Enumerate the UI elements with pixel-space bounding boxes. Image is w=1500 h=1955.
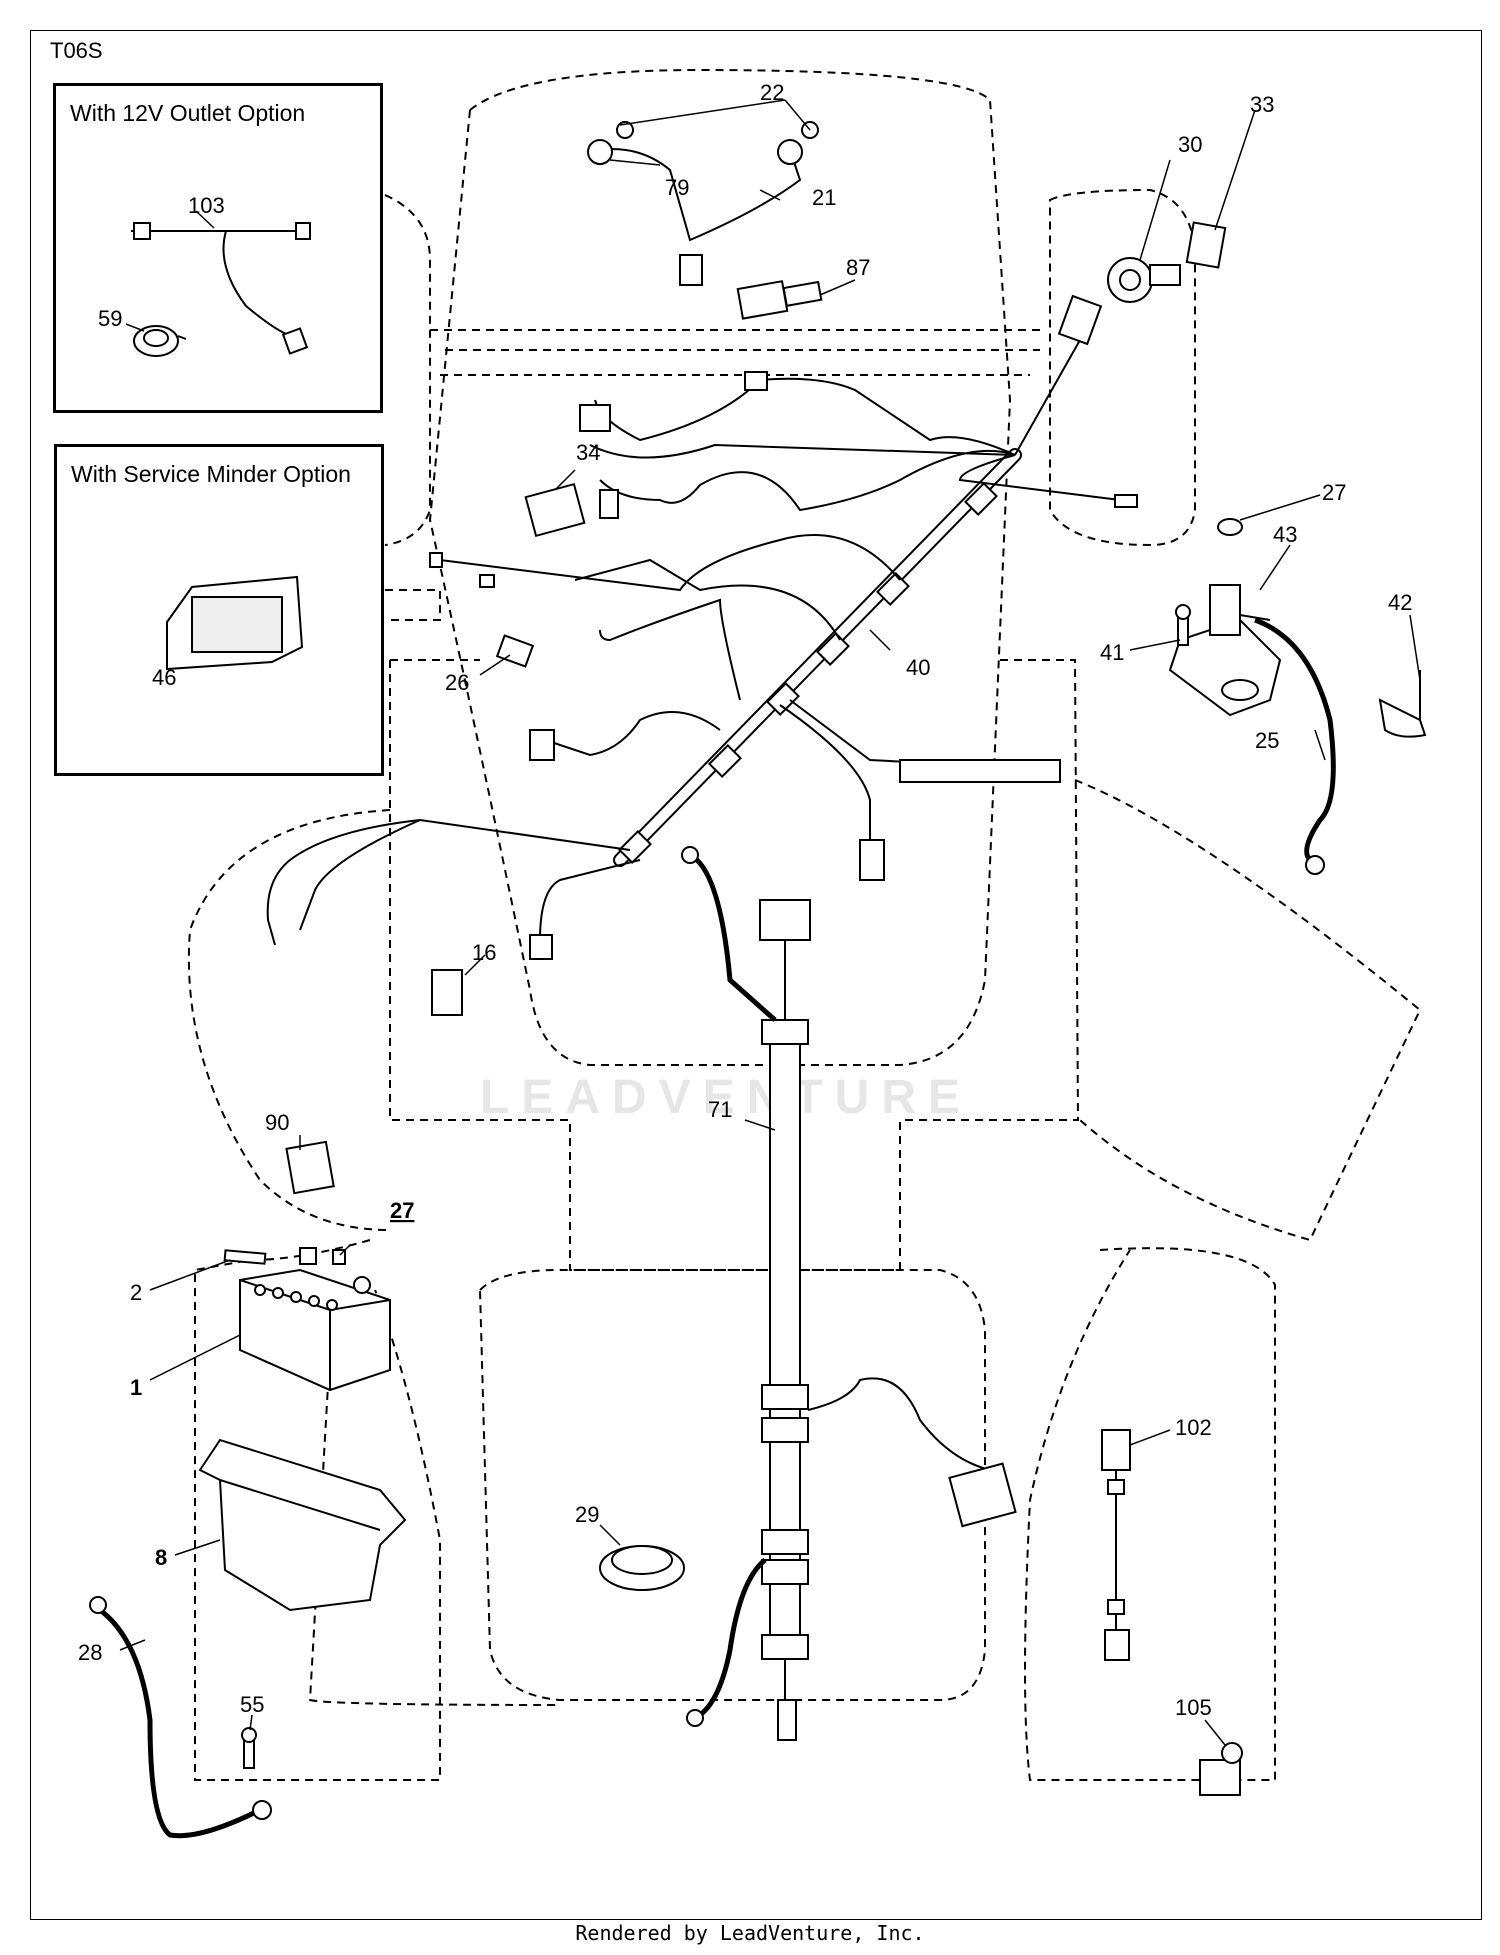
callout-40: 40 <box>906 655 930 680</box>
inset-12v-outlet-title: With 12V Outlet Option <box>70 100 306 126</box>
callout-1: 1 <box>130 1375 142 1400</box>
callout-2: 2 <box>130 1280 142 1305</box>
callout-103: 103 <box>188 193 225 218</box>
callout-55: 55 <box>240 1692 264 1717</box>
callout-41: 41 <box>1100 640 1124 665</box>
watermark: LEADVENTURE <box>480 1071 973 1124</box>
callout-43: 43 <box>1273 522 1297 547</box>
callout-102: 102 <box>1175 1415 1212 1440</box>
chassis-outlines <box>187 68 1422 1781</box>
callout-105: 105 <box>1175 1695 1212 1720</box>
harness-71 <box>681 846 1017 1741</box>
inset-service-minder-title: With Service Minder Option <box>71 461 351 487</box>
callout-21: 21 <box>812 185 836 210</box>
battery-cables <box>89 614 1336 1839</box>
callout-90: 90 <box>265 1110 289 1135</box>
render-credit: Rendered by LeadVenture, Inc. <box>575 1921 925 1945</box>
callout-29: 29 <box>575 1502 599 1527</box>
parts <box>198 121 1427 1796</box>
outlet-artwork: 103 59 <box>98 193 311 357</box>
callout-8: 8 <box>155 1545 167 1570</box>
callout-34: 34 <box>576 440 600 465</box>
diagram-frame <box>30 30 1482 1920</box>
callout-25: 25 <box>1255 728 1279 753</box>
diagram-code: T06S <box>50 38 103 63</box>
callout-16: 16 <box>472 940 496 965</box>
callout-27-top: 27 <box>1322 480 1346 505</box>
main-harness <box>266 294 1138 960</box>
callout-28: 28 <box>78 1640 102 1665</box>
callout-30: 30 <box>1178 132 1202 157</box>
callout-27-battery: 27 <box>390 1198 414 1223</box>
callout-22: 22 <box>760 80 784 105</box>
service-minder-artwork: 46 <box>152 575 304 690</box>
callout-26: 26 <box>445 670 469 695</box>
inset-service-minder: With Service Minder Option 46 <box>54 444 384 776</box>
callout-42: 42 <box>1388 590 1412 615</box>
callout-71: 71 <box>708 1097 732 1122</box>
inset-12v-outlet: With 12V Outlet Option 103 59 <box>53 83 383 413</box>
callout-79: 79 <box>665 175 689 200</box>
callout-59: 59 <box>98 306 122 331</box>
callout-87: 87 <box>846 255 870 280</box>
callout-46: 46 <box>152 665 176 690</box>
leader-lines <box>119 99 1421 1746</box>
callout-labels: 22 79 21 87 33 30 34 27 43 42 41 25 26 4… <box>78 80 1412 1720</box>
callout-33: 33 <box>1250 92 1274 117</box>
